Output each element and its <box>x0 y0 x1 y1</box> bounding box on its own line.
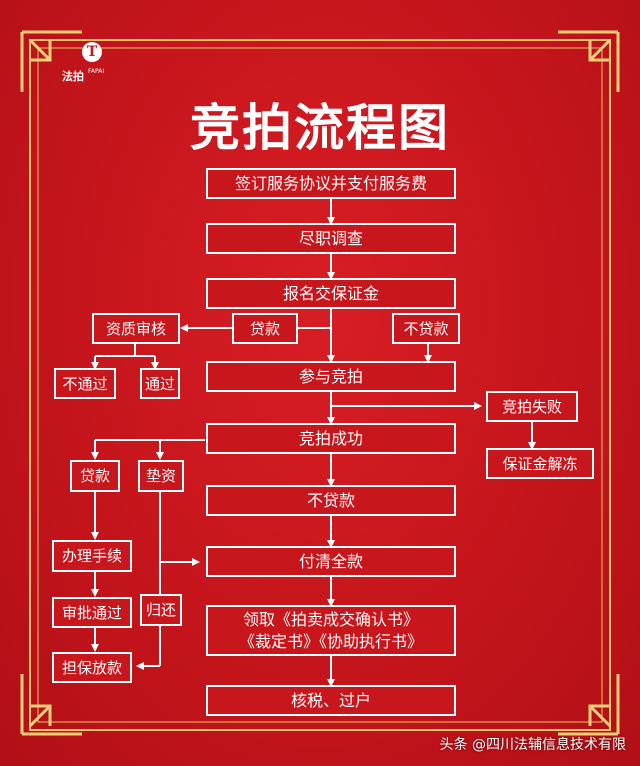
side-approval-passed: 审批通过 <box>52 597 132 628</box>
side-loan-branch: 贷款 <box>70 460 120 492</box>
side-loan: 贷款 <box>232 313 298 344</box>
side-deposit-unfreeze: 保证金解冻 <box>486 448 594 479</box>
page-title: 竞拍流程图 <box>190 99 450 157</box>
step-pay-deposit: 报名交保证金 <box>206 278 456 309</box>
side-qualification-review: 资质审核 <box>92 313 180 344</box>
step-collect-line-1: 领取《拍卖成交确认书》 <box>242 609 419 629</box>
step-no-loan: 不贷款 <box>206 485 456 516</box>
step-sign-agreement: 签订服务协议并支付服务费 <box>206 168 456 199</box>
step-join-auction: 参与竞拍 <box>206 361 456 392</box>
step-pay-full: 付清全款 <box>206 546 456 577</box>
side-review-fail: 不通过 <box>54 368 116 399</box>
side-no-loan: 不贷款 <box>392 313 460 344</box>
side-review-pass: 通过 <box>140 368 180 399</box>
logo-name: 法拍 <box>62 70 84 83</box>
logo-subtitle: FAPAI <box>88 68 105 75</box>
brand-logo: T 法拍 FAPAI <box>62 38 122 88</box>
side-handle-procedures: 办理手续 <box>52 540 132 572</box>
step-auction-success: 竞拍成功 <box>206 423 456 454</box>
step-due-diligence: 尽职调查 <box>206 223 456 254</box>
step-collect-documents: 领取《拍卖成交确认书》 《裁定书》《协助执行书》 <box>206 605 456 656</box>
side-advance-funds: 垫资 <box>138 460 184 492</box>
side-repay: 归还 <box>140 594 182 626</box>
step-collect-line-2: 《裁定书》《协助执行书》 <box>238 631 423 651</box>
source-watermark: 头条 @四川法辅信息技术有限 <box>439 737 626 753</box>
logo-mark-icon: T <box>82 42 102 62</box>
side-guarantee-release: 担保放款 <box>52 652 132 683</box>
step-tax-transfer: 核税、过户 <box>206 685 456 716</box>
side-auction-fail: 竞拍失败 <box>486 391 578 422</box>
